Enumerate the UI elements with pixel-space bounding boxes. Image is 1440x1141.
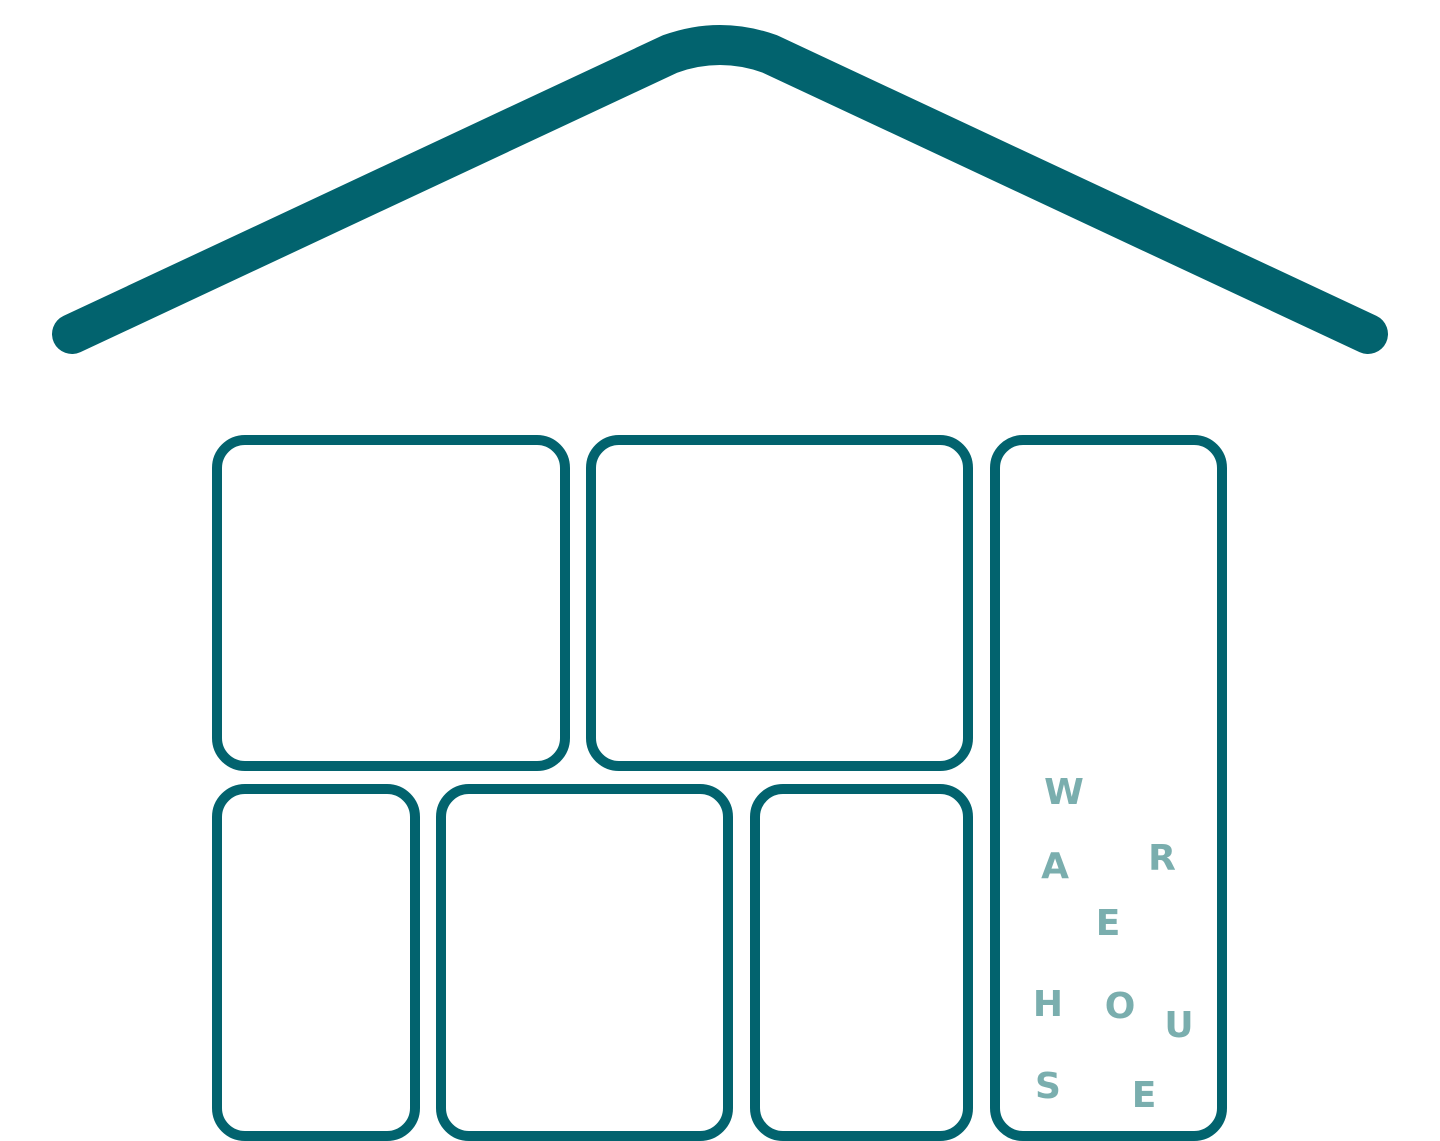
bay-top-left xyxy=(212,435,570,771)
letter-s: S xyxy=(1035,1066,1061,1107)
letter-a: A xyxy=(1041,846,1069,887)
letter-u: U xyxy=(1164,1005,1193,1046)
scattered-letters: W A R E H O U S E xyxy=(1033,772,1194,1116)
letter-r: R xyxy=(1148,838,1176,879)
letter-o: O xyxy=(1105,986,1136,1027)
bay-top-middle xyxy=(586,435,973,771)
bay-bottom-middle xyxy=(436,784,733,1141)
letter-e-1: E xyxy=(1096,903,1121,944)
bay-bottom-right xyxy=(750,784,973,1141)
letter-h: H xyxy=(1033,984,1063,1025)
bay-bottom-left xyxy=(212,784,420,1141)
storage-bays xyxy=(212,435,1227,1141)
bay-tall-right xyxy=(990,435,1227,1141)
letter-e-2: E xyxy=(1132,1075,1157,1116)
roof-line xyxy=(52,25,1388,354)
letter-w: W xyxy=(1044,772,1084,813)
